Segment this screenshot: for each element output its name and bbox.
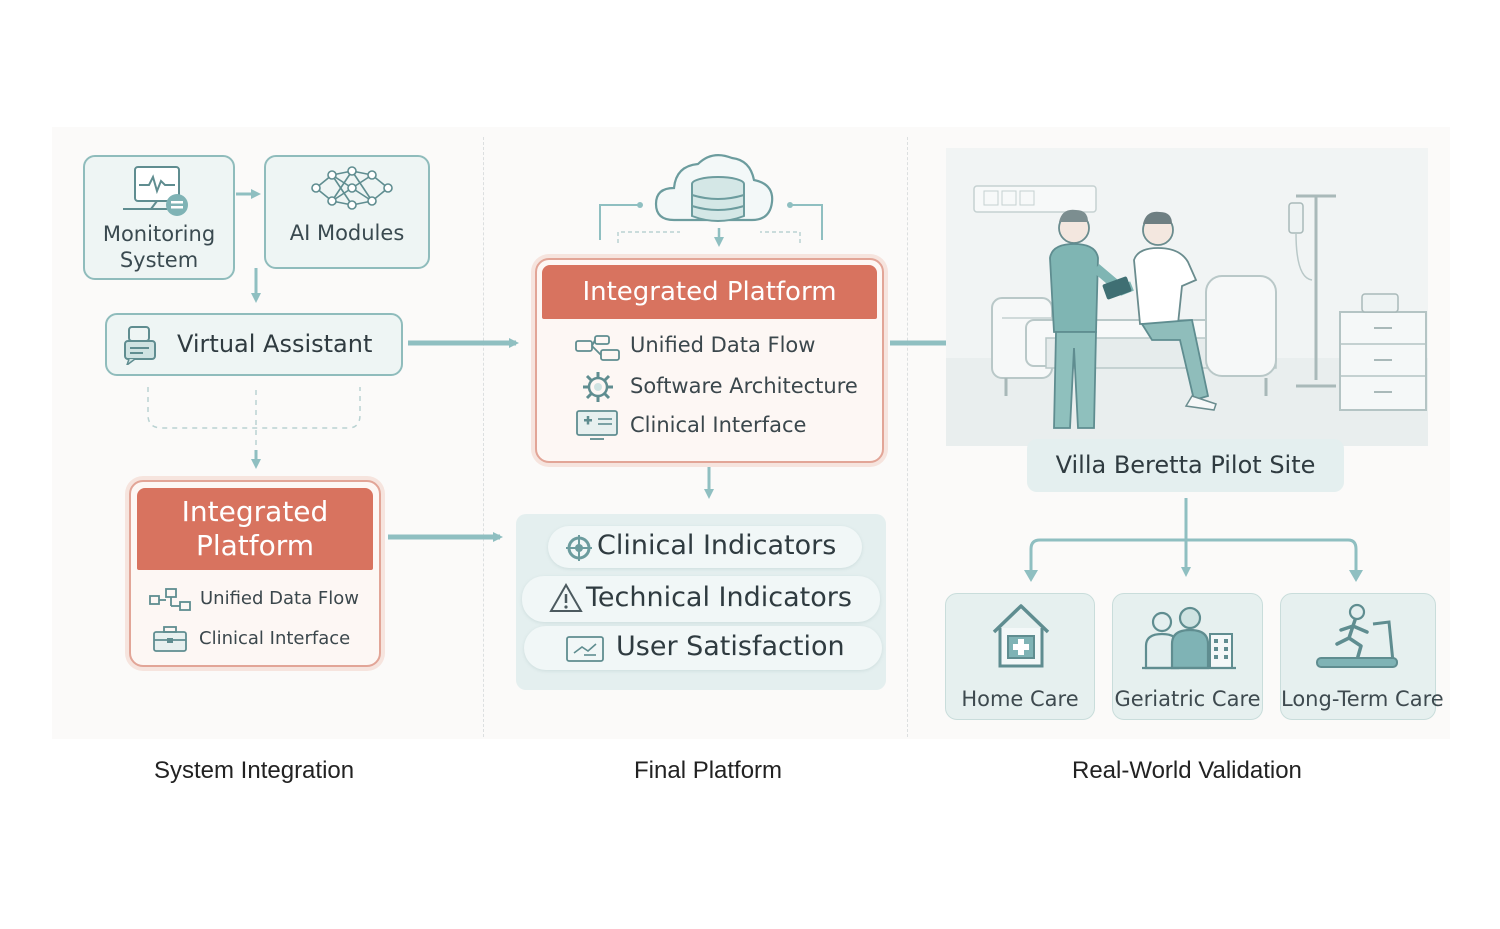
people-icon: [1142, 606, 1236, 670]
ai-modules-label: AI Modules: [289, 221, 405, 245]
clinical-scene-svg: [946, 185, 1428, 446]
technical-indicators-label: Technical Indicators: [586, 582, 852, 613]
clinical-indicators-label: Clinical Indicators: [597, 530, 837, 561]
target-icon: [566, 535, 592, 561]
data-flow-icon: [149, 588, 191, 611]
monitoring-system-box: Monitoring System: [83, 155, 235, 280]
briefcase-icon: [153, 626, 187, 652]
dashed-loop: [147, 387, 361, 458]
data-flow-icon: [575, 335, 620, 361]
geriatric-care-label: Geriatric Care: [1114, 687, 1261, 711]
integrated-platform-main-title: Integrated Platform: [542, 265, 877, 319]
warning-icon: [549, 583, 583, 612]
patient-figure: [1133, 211, 1217, 411]
small-row-unified-data-flow: Unified Data Flow: [200, 588, 359, 609]
bedside-cabinet: [1339, 293, 1427, 411]
caregiver-figure: [1049, 209, 1134, 429]
home-care-label: Home Care: [961, 687, 1079, 711]
user-satisfaction-label: User Satisfaction: [616, 631, 845, 662]
chat-icon: [124, 326, 156, 365]
clinical-indicators-pill: [548, 526, 862, 568]
small-row-clinical-interface: Clinical Interface: [199, 628, 351, 649]
clinical-scene-illustration: [946, 148, 1428, 446]
row-unified-data-flow: Unified Data Flow: [630, 333, 816, 357]
row-clinical-interface: Clinical Interface: [630, 413, 807, 437]
long-term-care-box: Long-Term Care: [1280, 593, 1444, 720]
treadmill-icon: [1316, 603, 1398, 668]
long-term-care-label: Long-Term Care: [1281, 687, 1444, 711]
chart-icon: [566, 636, 604, 662]
column-divider-left: [483, 137, 484, 737]
monitoring-system-label: Monitoring System: [102, 222, 216, 272]
integrated-platform-small-title: Integrated Platform: [137, 488, 373, 570]
monitor-icon: [123, 166, 188, 216]
integrated-platform-small: Integrated Platform Unified Data Flow Cl…: [129, 480, 381, 667]
site-branch-arrows: [1024, 498, 1363, 582]
cloud-connectors: [599, 202, 823, 247]
cloud-database-icon: [654, 153, 774, 222]
caption-final-platform: Final Platform: [634, 757, 783, 784]
pilot-site-box: Villa Beretta Pilot Site: [1027, 439, 1344, 492]
clinical-interface-icon: [576, 410, 618, 440]
virtual-assistant-box: Virtual Assistant: [105, 313, 403, 376]
row-software-architecture: Software Architecture: [630, 374, 858, 398]
neural-network-icon: [311, 166, 393, 210]
gear-icon: [583, 372, 613, 402]
integrated-platform-main: Integrated Platform Unified Data Flow So…: [535, 258, 884, 463]
indicators-panel: Clinical Indicators Technical Indicators…: [516, 514, 886, 690]
home-care-box: Home Care: [945, 593, 1095, 720]
caption-system-integration: System Integration: [154, 757, 355, 784]
caption-real-world-validation: Real-World Validation: [1072, 757, 1302, 784]
geriatric-care-box: Geriatric Care: [1112, 593, 1263, 720]
pilot-site-label: Villa Beretta Pilot Site: [1055, 451, 1316, 479]
column-divider-right: [907, 137, 908, 737]
technical-indicators-pill: [522, 576, 880, 622]
virtual-assistant-label: Virtual Assistant: [177, 330, 373, 358]
house-icon: [992, 604, 1050, 668]
iv-stand: [1288, 194, 1336, 388]
ai-modules-box: AI Modules: [264, 155, 430, 269]
